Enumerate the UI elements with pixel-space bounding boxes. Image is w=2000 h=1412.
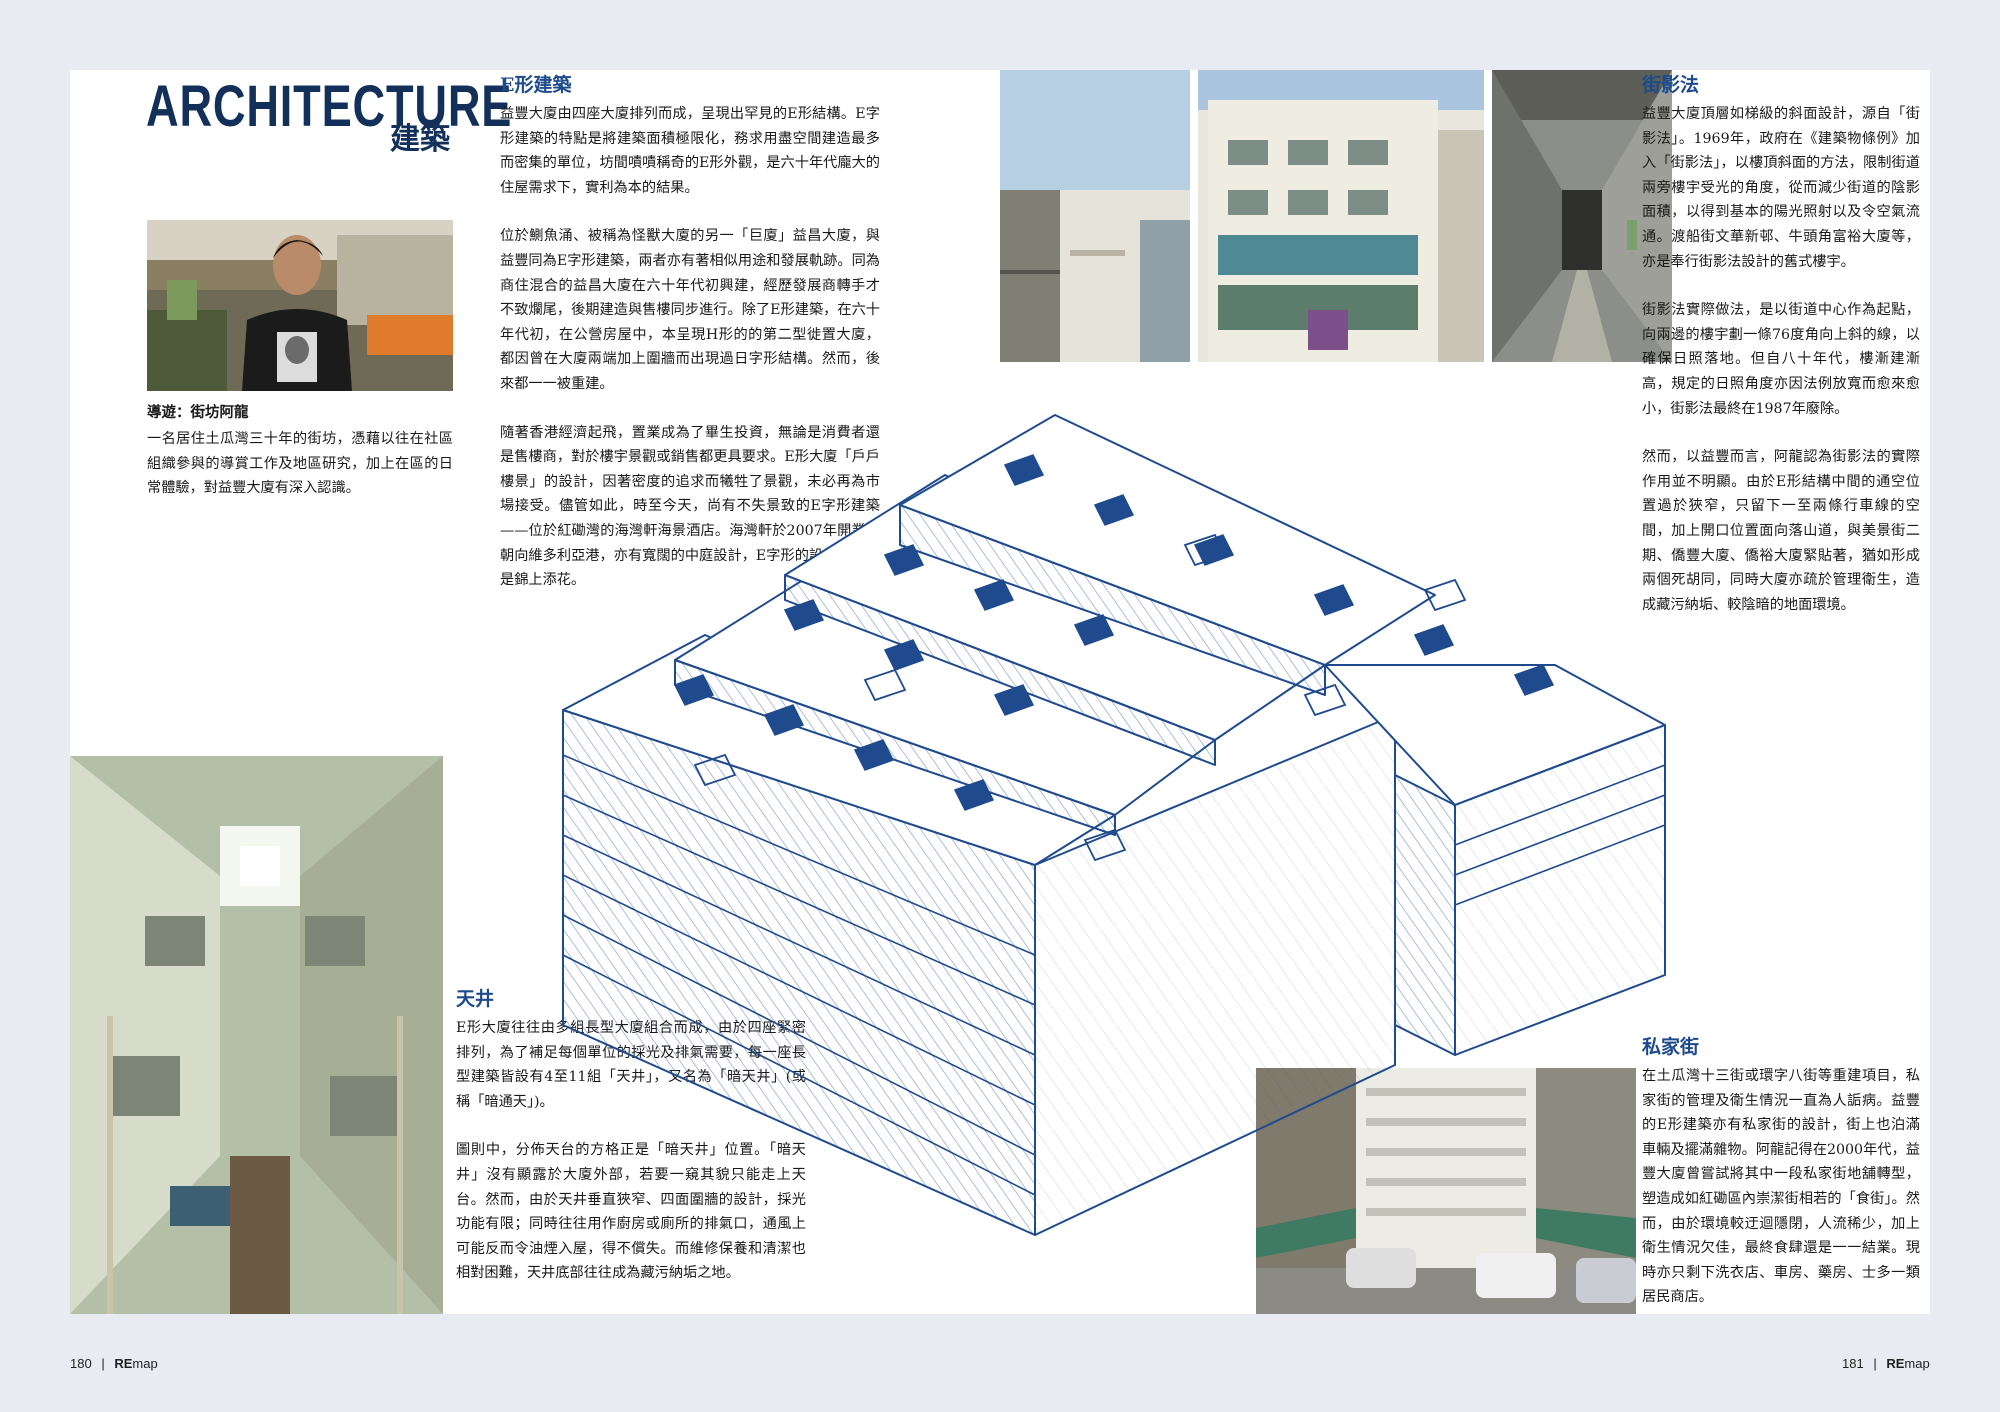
e-shape-title: E形建築 <box>500 74 572 96</box>
section-heading-en: ARCHITECTURE <box>146 74 513 139</box>
shadow-paragraph: 益豐大廈頂層如梯級的斜面設計，源自「街影法」。1969年，政府在《建築物條例》加… <box>1642 106 1920 270</box>
e-shape-building-sketch <box>562 414 1666 1236</box>
lightwell-title: 天井 <box>456 988 495 1010</box>
corridor-photo <box>1492 70 1672 362</box>
e-shape-body: 益豐大廈由四座大廈排列而成，呈現出罕見的E形結構。E字形建築的特點是將建築面積極… <box>500 102 880 617</box>
footer-separator: | <box>1873 1356 1877 1371</box>
shadow-title: 街影法 <box>1642 74 1700 96</box>
shadow-paragraph: 然而，以益豐而言，阿龍認為街影法的實際作用並不明顯。由於E形結構中間的通空位置過… <box>1642 449 1920 613</box>
brand-rest: map <box>132 1356 158 1371</box>
section-heading-zh: 建築 <box>390 122 450 157</box>
e-shape-paragraph: 位於鰂魚涌、被稱為怪獸大廈的另一「巨廈」益昌大廈，與益豐同為E字形建築，兩者亦有… <box>500 228 880 392</box>
page-footer-left: 180 | REmap <box>70 1356 158 1371</box>
private-street-title: 私家街 <box>1642 1036 1700 1058</box>
private-street-body: 在土瓜灣十三街或環字八街等重建項目，私家街的管理及衛生情況一直為人詬病。益豐的E… <box>1642 1068 1920 1306</box>
brand-bold: RE <box>1886 1356 1905 1371</box>
lightwell-photo <box>70 756 443 1314</box>
private-street-photo <box>1256 1068 1636 1314</box>
page-number: 180 <box>70 1356 92 1371</box>
brand-rest: map <box>1904 1356 1930 1371</box>
building-corner-photo <box>1000 70 1190 362</box>
lightwell-paragraph: 圖則中，分佈天台的方格正是「暗天井」位置。「暗天井」沒有顯露於大廈外部，若要一窺… <box>456 1142 806 1282</box>
shadow-paragraph: 街影法實際做法，是以街道中心作為起點，向兩邊的樓宇劃一條76度角向上斜的線，以確… <box>1642 302 1920 417</box>
guide-portrait-photo <box>147 220 453 391</box>
e-shape-paragraph: 益豐大廈由四座大廈排列而成，呈現出罕見的E形結構。E字形建築的特點是將建築面積極… <box>500 106 880 196</box>
magazine-spread: ARCHITECTURE 建築 導遊：街坊阿龍 一名居住土瓜灣三十年的街坊，憑藉… <box>70 70 1930 1314</box>
shadow-body: 益豐大廈頂層如梯級的斜面設計，源自「街影法」。1969年，政府在《建築物條例》加… <box>1642 102 1920 641</box>
page-number: 181 <box>1842 1356 1864 1371</box>
e-shape-paragraph: 隨著香港經濟起飛，置業成為了畢生投資，無論是消費者還是售樓商，對於樓宇景觀或銷售… <box>500 424 880 589</box>
page-footer-right: 181 | REmap <box>1842 1356 1930 1371</box>
guide-label: 導遊：街坊阿龍 <box>147 404 249 421</box>
footer-separator: | <box>101 1356 105 1371</box>
brand-bold: RE <box>114 1356 133 1371</box>
building-facade-photo <box>1198 70 1484 362</box>
guide-bio: 一名居住土瓜灣三十年的街坊，憑藉以往在社區組織參與的導賞工作及地區研究，加上在區… <box>147 431 453 497</box>
